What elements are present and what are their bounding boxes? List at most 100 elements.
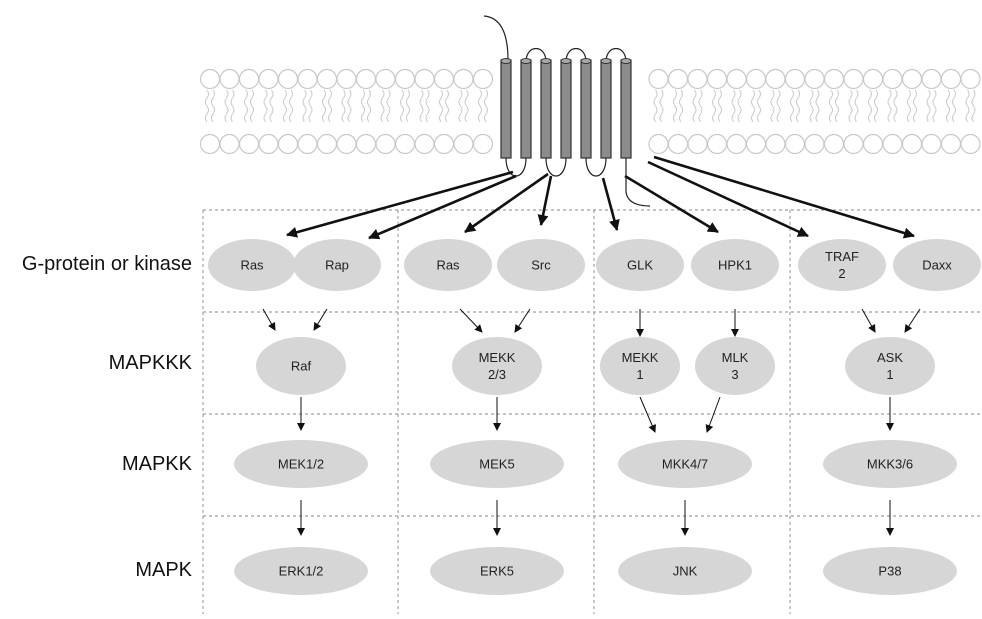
mapkkk-mlk-3-label: 3 [731,367,738,382]
lipid-tail [874,89,878,123]
transmembrane-helix [600,59,612,159]
transmembrane-helix [620,59,632,159]
lipid-head-inner [355,133,377,155]
lipid-head-inner [765,133,786,155]
g-protein-ras-1-label: Ras [436,258,460,273]
g-protein-glk-2-shape [596,239,684,291]
mapkk-mek5-label: MEK5 [479,457,514,472]
lipid-tail [796,89,800,123]
lipid-head-outer [921,68,942,90]
lipid-tail [893,89,898,123]
g-protein-glk-2: GLK [596,239,684,291]
mapkkk-raf-label: Raf [291,359,312,374]
lipid-head-inner [667,133,689,155]
intracellular-loop [545,157,567,177]
g-protein-traf-2-3-shape [798,239,886,291]
lipid-head-outer [375,68,396,90]
lipid-head-inner [472,133,494,155]
g-protein-hpk1-2-label: HPK1 [718,258,752,273]
n-terminus [483,15,509,61]
lipid-head-outer [453,68,474,90]
lipid-head-inner [882,133,903,155]
lipid-head-outer [882,68,903,90]
lipid-head-inner [414,133,435,155]
g-protein-ras-1: Ras [404,239,492,291]
receptor-arrows [286,155,915,240]
lipid-tail [205,89,209,123]
pathway-grid [202,209,982,614]
lipid-head-outer [648,68,669,90]
row-label-mapkk: MAPKK [121,453,192,475]
mapkk-mek1-2-shape [234,440,368,488]
lipid-head-outer [843,68,864,90]
g-protein-src-1-label: Src [531,258,551,273]
mapkk-mek1-2: MEK1/2 [234,440,368,488]
mapkk-mkk4-7-label: MKK4/7 [662,457,708,472]
lipid-head-outer [394,68,416,90]
lipid-tail [907,89,911,123]
lipid-head-inner [199,133,221,155]
helix-cap [540,58,552,64]
lipid-tail [269,89,274,123]
lipid-tail [478,89,482,123]
lipid-tail [829,89,833,123]
lipid-head-outer [355,68,377,90]
mapk-erk1-2-shape [234,547,368,595]
mapk-p38-shape [823,547,957,595]
mapkk-mek1-2-label: MEK1/2 [278,457,324,472]
lipid-head-inner [238,133,260,155]
c-terminus [625,158,651,207]
lipid-head-outer [784,68,806,90]
mapkkk-ask-1-shape [845,337,935,395]
lipid-head-outer [238,68,260,90]
mapkkk-ask-1-label: 1 [886,367,893,382]
lipid-tail [887,89,892,123]
lipid-head-inner [706,133,728,155]
transmembrane-helix [540,59,552,159]
lipid-head-inner [687,133,708,155]
lipid-tail [712,89,716,123]
g-protein-glk-2-label: GLK [627,258,653,273]
mapk-erk5-shape [430,547,564,595]
lipid-tail [854,89,859,123]
lipid-head-inner [277,133,299,155]
lipid-head-inner [297,133,318,155]
lipid-head-outer [414,68,435,90]
lipid-head-outer [472,68,494,90]
mapkk-mkk4-7-shape [618,440,752,488]
g-protein-src-1-shape [497,239,585,291]
lipid-head-outer [297,68,318,90]
g-protein-daxx-3-label: Daxx [922,258,952,273]
lipid-head-inner [726,133,747,155]
lipid-tail [965,89,970,123]
lipid-tail [692,89,697,123]
lipid-tail [250,89,254,123]
mapk-jnk-label: JNK [673,564,698,579]
mapkkk-mekk-1-label: MEKK [622,350,659,365]
mapkkk-mekk-2-3-label: 2/3 [488,367,506,382]
mapk-erk5: ERK5 [430,547,564,595]
lipid-head-outer [960,68,981,90]
lipid-head-outer [687,68,708,90]
g-protein-daxx-3-shape [893,239,981,291]
lipid-tail [776,89,781,123]
cell-membrane [199,68,981,155]
lipid-head-inner [960,133,981,155]
cascade-arrows [262,308,921,536]
activation-arrow [368,174,517,240]
g-protein-traf-2-3-label: TRAF [825,249,859,264]
lipid-tail [347,89,352,123]
lipid-head-outer [726,68,747,90]
lipid-tail [815,89,820,123]
lipid-tail [971,89,976,123]
seven-transmembrane-receptor [483,15,651,207]
lipid-head-outer [745,68,767,90]
activation-arrow [647,160,809,238]
lipid-head-inner [745,133,767,155]
lipid-tail [302,89,307,123]
lipid-tail [464,89,469,123]
